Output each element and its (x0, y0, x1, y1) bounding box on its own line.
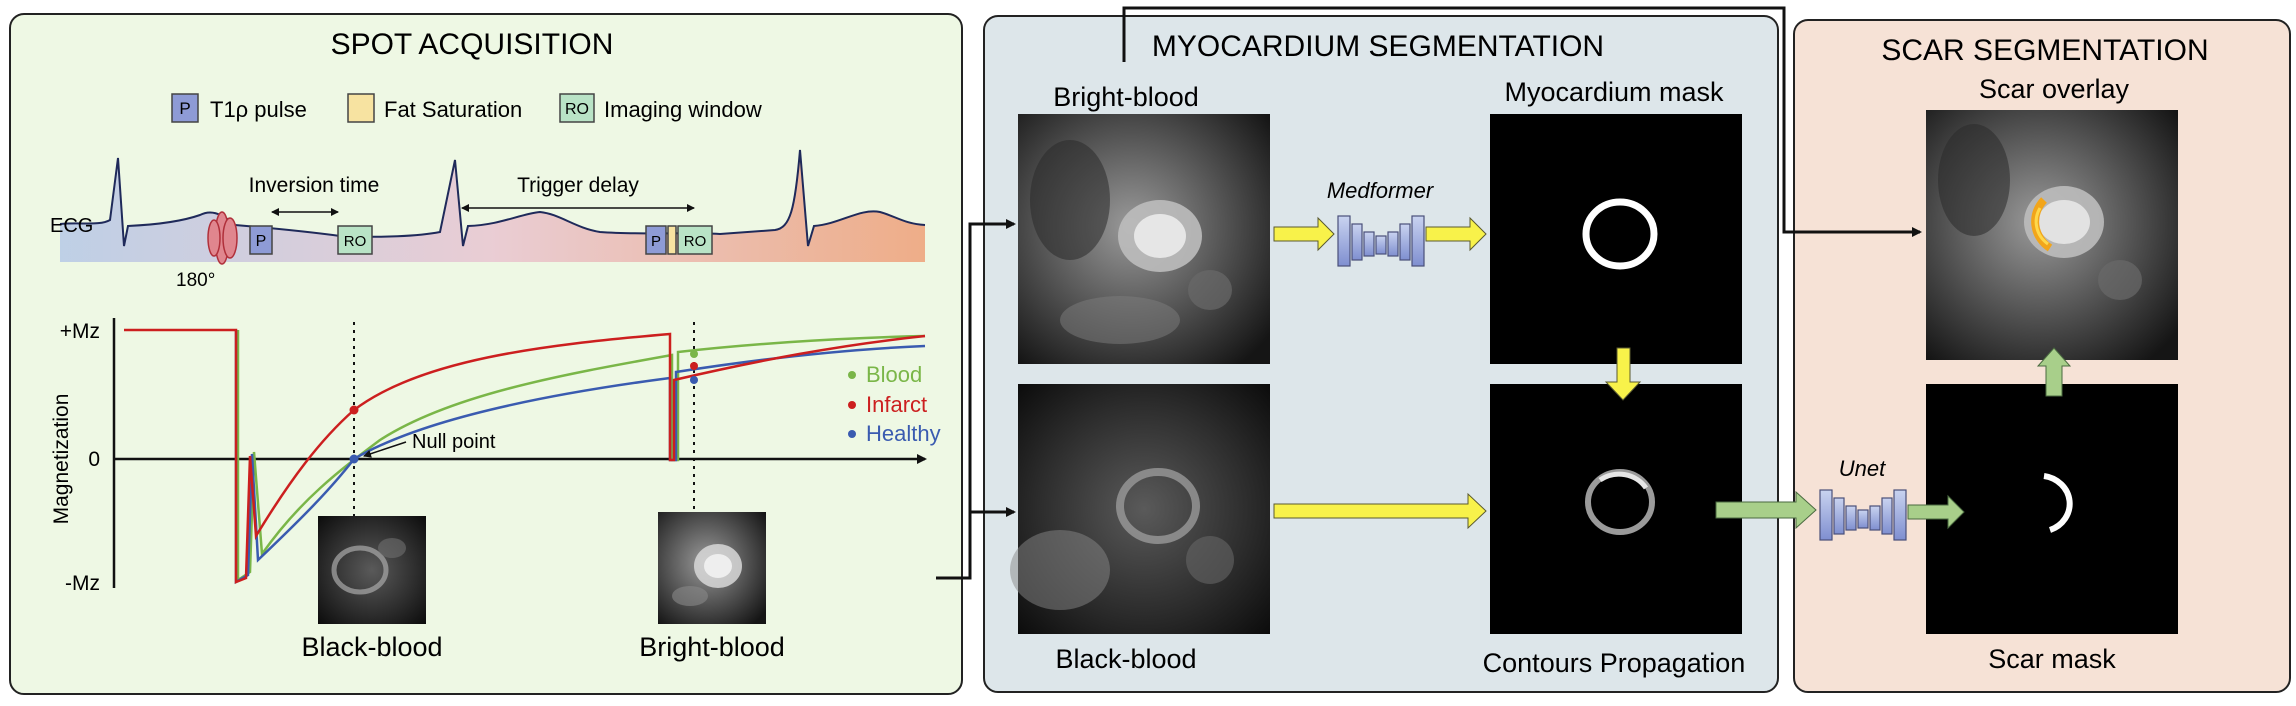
bright-blood-image-label: Bright-blood (1053, 82, 1199, 112)
black-blood-image-label: Black-blood (1055, 644, 1196, 674)
readout-block-1 (337, 225, 373, 255)
blood-sample-point-bright (690, 350, 698, 358)
spot-acquisition-title: SPOT ACQUISITION (331, 28, 614, 61)
myocardium-segmentation-title: MYOCARDIUM SEGMENTATION (1152, 30, 1604, 63)
inversion-angle-label: 180° (176, 270, 215, 291)
infarct-sample-point-bright (690, 362, 698, 370)
fat-saturation-block (667, 225, 677, 255)
inversion-time-label: Inversion time (249, 174, 380, 197)
legend-imaging-window-key: RO (565, 101, 589, 118)
t1rho-pulse-key-2: P (651, 233, 661, 250)
null-point-marker (349, 454, 359, 464)
bright-blood-image (1018, 114, 1270, 364)
magnetization-plot: Magnetization +Mz 0 -Mz Null point Blood… (50, 318, 941, 595)
black-blood-thumbnail-label: Black-blood (301, 632, 442, 662)
legend-blood-dot (848, 371, 856, 379)
ecg-band: ECG 180° P RO P RO Inversion time Trigge… (50, 149, 926, 291)
t1rho-pulse-block-2 (645, 225, 667, 255)
myocardium-mask-label: Myocardium mask (1504, 77, 1724, 107)
null-point-arrow (363, 441, 407, 458)
contours-propagation-label: Contours Propagation (1483, 648, 1746, 678)
magnetization-y-label: Magnetization (50, 394, 73, 525)
medformer-label: Medformer (1327, 178, 1435, 203)
legend-t1rho-label: T1ρ pulse (210, 97, 307, 122)
legend-healthy-dot (848, 430, 856, 438)
legend-imaging-window-label: Imaging window (604, 97, 762, 122)
legend-infarct-dot (848, 401, 856, 409)
spot-to-myocardium-connector (936, 219, 1016, 580)
readout-key-2: RO (684, 233, 707, 250)
ecg-label: ECG (50, 215, 93, 237)
legend-infarct-label: Infarct (866, 392, 927, 417)
unet-label: Unet (1839, 456, 1886, 481)
unet-model-icon (1819, 489, 1907, 541)
bright-to-medformer-arrow (1273, 216, 1335, 252)
trigger-delay-label: Trigger delay (517, 174, 639, 197)
bright-blood-thumbnail (658, 512, 766, 624)
infarct-sample-point-black (349, 405, 359, 415)
legend-t1rho-swatch (171, 93, 199, 123)
y-tick-zero: 0 (88, 448, 100, 471)
ecg-trace (59, 149, 926, 247)
scar-overlay-label: Scar overlay (1979, 74, 2130, 104)
unet-to-scar-mask-arrow (1907, 494, 1965, 530)
healthy-sample-point-bright (690, 376, 698, 384)
bright-blood-to-scar-overlay-connector (1122, 6, 1922, 237)
y-tick-minus-mz: -Mz (65, 572, 100, 595)
legend-healthy-label: Healthy (866, 421, 941, 446)
legend-t1rho-key: P (179, 99, 190, 118)
legend-fat-saturation-label: Fat Saturation (384, 97, 522, 122)
medformer-to-mask-arrow (1425, 216, 1487, 252)
scar-mask-label: Scar mask (1988, 644, 2116, 674)
black-blood-thumbnail (318, 516, 426, 624)
inversion-pulse (207, 211, 238, 265)
acquisition-legend: P T1ρ pulse Fat Saturation RO Imaging wi… (171, 93, 762, 123)
legend-blood-label: Blood (866, 362, 922, 387)
black-to-contours-arrow (1273, 492, 1487, 530)
scar-mask-image (1926, 384, 2178, 634)
bright-blood-thumbnail-label: Bright-blood (639, 632, 785, 662)
blood-curve (236, 330, 926, 583)
legend-fat-saturation-swatch (347, 93, 375, 123)
contours-to-unet-arrow (1715, 490, 1817, 530)
myocardium-mask-image (1490, 114, 1742, 364)
t1rho-pulse-block-1 (249, 225, 273, 255)
infarct-curve (124, 328, 926, 584)
scar-segmentation-title: SCAR SEGMENTATION (1881, 34, 2208, 67)
readout-key-1: RO (344, 233, 367, 250)
black-blood-image (1010, 384, 1270, 634)
null-point-label: Null point (412, 431, 496, 453)
t1rho-pulse-key-1: P (256, 233, 267, 250)
scar-overlay-image (1926, 110, 2178, 360)
legend-imaging-window-swatch (559, 93, 595, 123)
mask-to-contours-arrow (1604, 347, 1642, 401)
y-tick-plus-mz: +Mz (60, 320, 100, 343)
medformer-model-icon (1337, 215, 1425, 267)
contours-propagation-image (1490, 384, 1742, 634)
readout-block-2 (677, 225, 713, 255)
scar-mask-to-overlay-arrow (2036, 347, 2072, 397)
